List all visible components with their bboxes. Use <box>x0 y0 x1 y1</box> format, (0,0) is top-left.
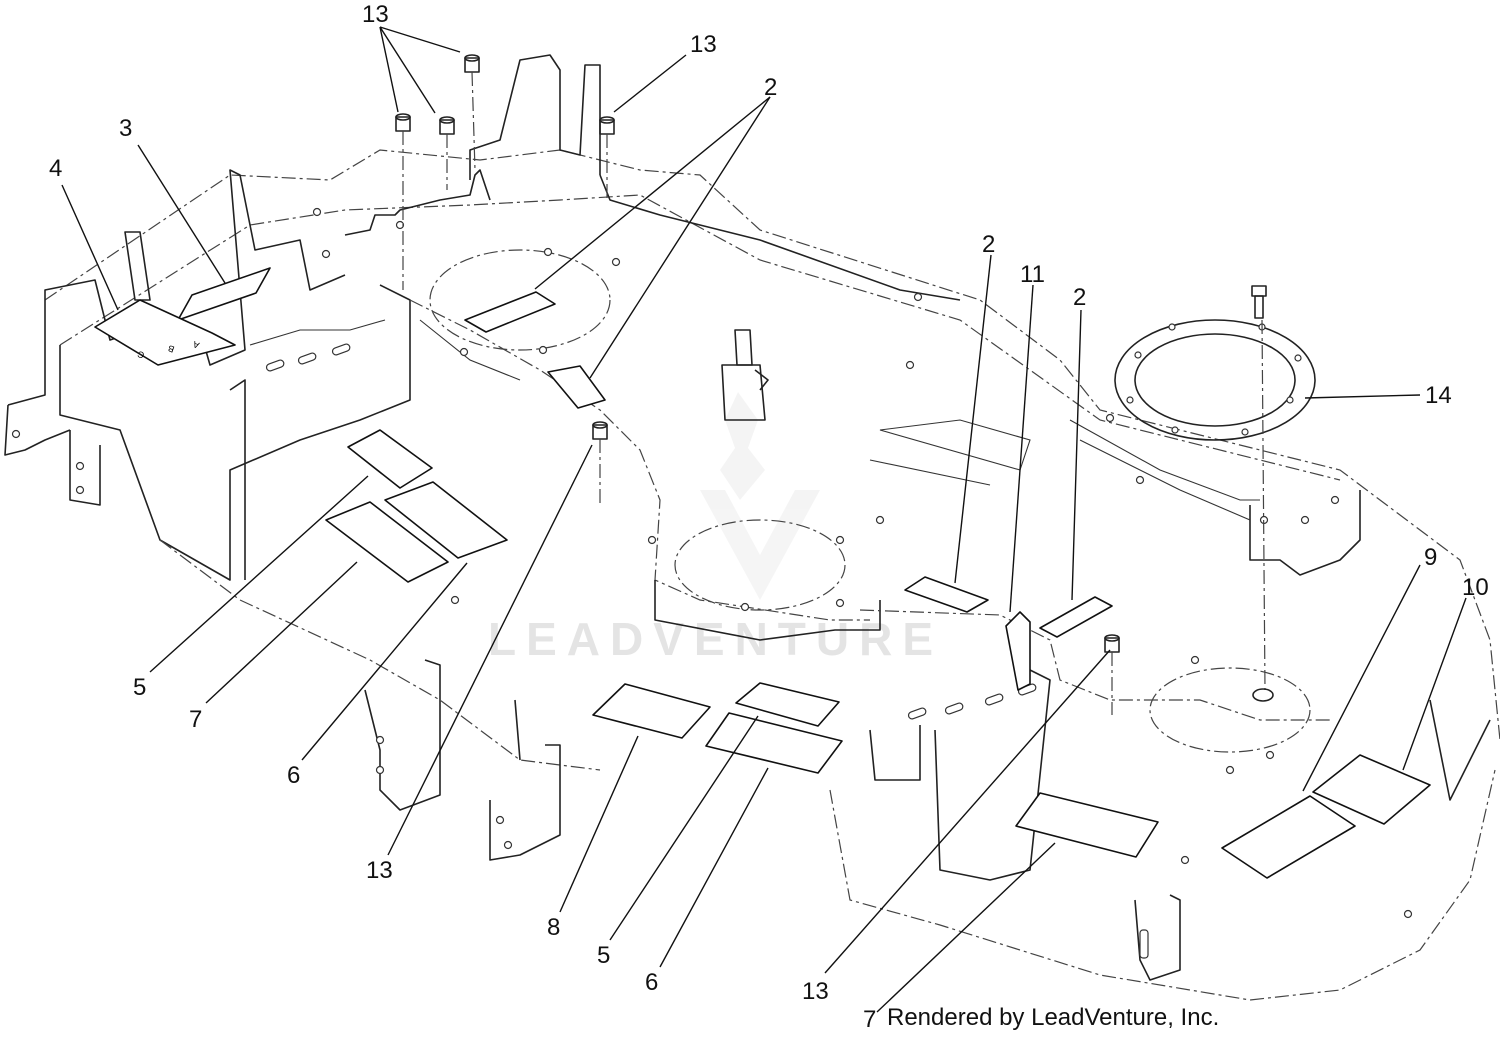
callout-2-top: 2 <box>764 74 777 101</box>
decal-4: A B C <box>94 299 236 366</box>
decal-6-bottom <box>705 712 843 774</box>
bumper-cap-5 <box>592 421 608 440</box>
ring-nut <box>1252 688 1274 702</box>
ring-bolt-centerline <box>1261 319 1266 691</box>
svg-text:B: B <box>167 343 176 354</box>
callout-6-left: 6 <box>287 762 300 789</box>
bumper-cap-6 <box>1104 634 1120 653</box>
svg-text:A: A <box>192 339 201 350</box>
callout-9: 9 <box>1424 544 1437 571</box>
mount-holes <box>11 207 1413 919</box>
callout-8: 8 <box>547 914 560 941</box>
callouts: 13 13 2 3 4 2 11 2 14 9 10 5 7 6 13 8 5 … <box>49 1 1489 1033</box>
ring-bolt <box>1251 285 1267 319</box>
decal-2-mid <box>904 576 989 613</box>
decal-6-left <box>384 481 508 559</box>
bumper-cap-4 <box>599 116 615 135</box>
callout-7-bottom: 7 <box>863 1006 876 1033</box>
callout-13-mid: 13 <box>366 857 393 884</box>
svg-text:C: C <box>136 349 146 361</box>
decal-5-bottom <box>735 682 840 727</box>
callout-13-top-right: 13 <box>690 31 717 58</box>
slot-cutouts <box>265 343 1149 959</box>
blade-openings <box>429 249 1311 753</box>
decal-8 <box>592 683 711 739</box>
callout-10: 10 <box>1462 574 1489 601</box>
render-credit: Rendered by LeadVenture, Inc. <box>887 1004 1219 1031</box>
bumper-cap-3 <box>464 54 480 73</box>
callout-2-right: 2 <box>1073 284 1086 311</box>
watermark-logo <box>700 392 820 600</box>
decal-11 <box>1005 611 1031 691</box>
callout-13-top-left: 13 <box>362 1 389 28</box>
callout-3: 3 <box>119 115 132 142</box>
decal-2-top-b <box>547 365 606 409</box>
callout-5-bottom: 5 <box>597 942 610 969</box>
callout-11: 11 <box>1020 261 1045 288</box>
callout-14: 14 <box>1425 382 1452 409</box>
callout-4: 4 <box>49 155 62 182</box>
decal-5-left <box>347 429 433 489</box>
callout-7-left: 7 <box>189 706 202 733</box>
callout-5-left: 5 <box>133 674 146 701</box>
decal-7-left <box>325 501 449 583</box>
decal-10 <box>1312 754 1431 825</box>
bumper-cap-1 <box>395 113 411 132</box>
leader-lines <box>61 26 1467 1013</box>
decal-3 <box>177 267 271 321</box>
decal-2-top-a <box>464 291 556 333</box>
callout-13-bottom: 13 <box>802 978 829 1005</box>
watermark-text: LEADVENTURE <box>488 613 943 665</box>
callout-6-bottom: 6 <box>645 969 658 996</box>
spindle-cover-ring <box>1114 319 1316 441</box>
deck-outline <box>4 54 1500 1001</box>
bumper-cap-2 <box>439 116 455 135</box>
callout-2-mid: 2 <box>982 231 995 258</box>
decal-7-bottom <box>1015 792 1159 858</box>
decal-9 <box>1221 795 1356 879</box>
decal-2-right <box>1039 596 1113 638</box>
